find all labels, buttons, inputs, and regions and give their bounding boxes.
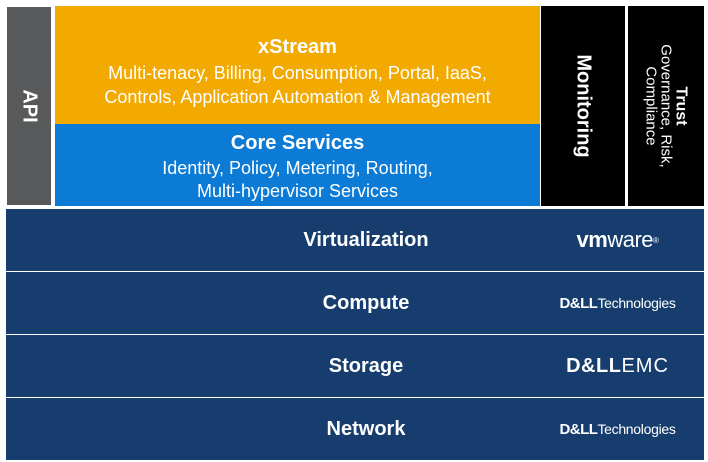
trust-block: Trust Governance, Risk, Compliance: [628, 6, 704, 206]
dell-logo-bold: D&LL: [559, 420, 598, 438]
dell-logo-bold: D&LL: [559, 294, 598, 312]
layer-label: Storage: [328, 355, 404, 377]
xstream-block: xStream Multi-tenacy, Billing, Consumpti…: [55, 6, 540, 124]
xstream-line-2: Controls, Application Automation & Manag…: [104, 87, 491, 107]
api-block: API: [6, 6, 52, 206]
vmware-logo-mark: ®: [653, 235, 659, 245]
dell-emc-logo-light: EMC: [621, 354, 669, 377]
core-services-block: Core Services Identity, Policy, Metering…: [55, 124, 540, 206]
core-services-line-1: Identity, Policy, Metering, Routing,: [162, 158, 433, 178]
layer-label: Virtualization: [303, 229, 429, 251]
xstream-title: xStream: [258, 36, 337, 58]
core-services-description: Identity, Policy, Metering, Routing, Mul…: [55, 157, 540, 203]
vmware-logo-light: ware: [607, 227, 654, 252]
layer-label: Network: [326, 418, 406, 440]
xstream-description: Multi-tenacy, Billing, Consumption, Port…: [55, 61, 540, 109]
monitoring-label: Monitoring: [572, 54, 595, 158]
monitoring-block: Monitoring: [541, 6, 625, 206]
xstream-line-1: Multi-tenacy, Billing, Consumption, Port…: [108, 63, 487, 83]
trust-line-2: Compliance: [642, 66, 660, 146]
dell-logo-light: Technologies: [597, 421, 676, 437]
trust-title: Trust: [672, 86, 690, 126]
vmware-logo-bold: vm: [576, 227, 608, 252]
dell-logo-light: Technologies: [597, 295, 676, 311]
core-services-title: Core Services: [230, 132, 365, 154]
api-label: API: [18, 89, 41, 123]
trust-line-1: Governance, Risk,: [657, 44, 675, 168]
trust-text: Trust Governance, Risk, Compliance: [642, 8, 690, 204]
layer-label: Compute: [322, 292, 410, 314]
dell-emc-logo-bold: D&LL: [566, 354, 622, 377]
core-services-line-2: Multi-hypervisor Services: [196, 181, 399, 201]
